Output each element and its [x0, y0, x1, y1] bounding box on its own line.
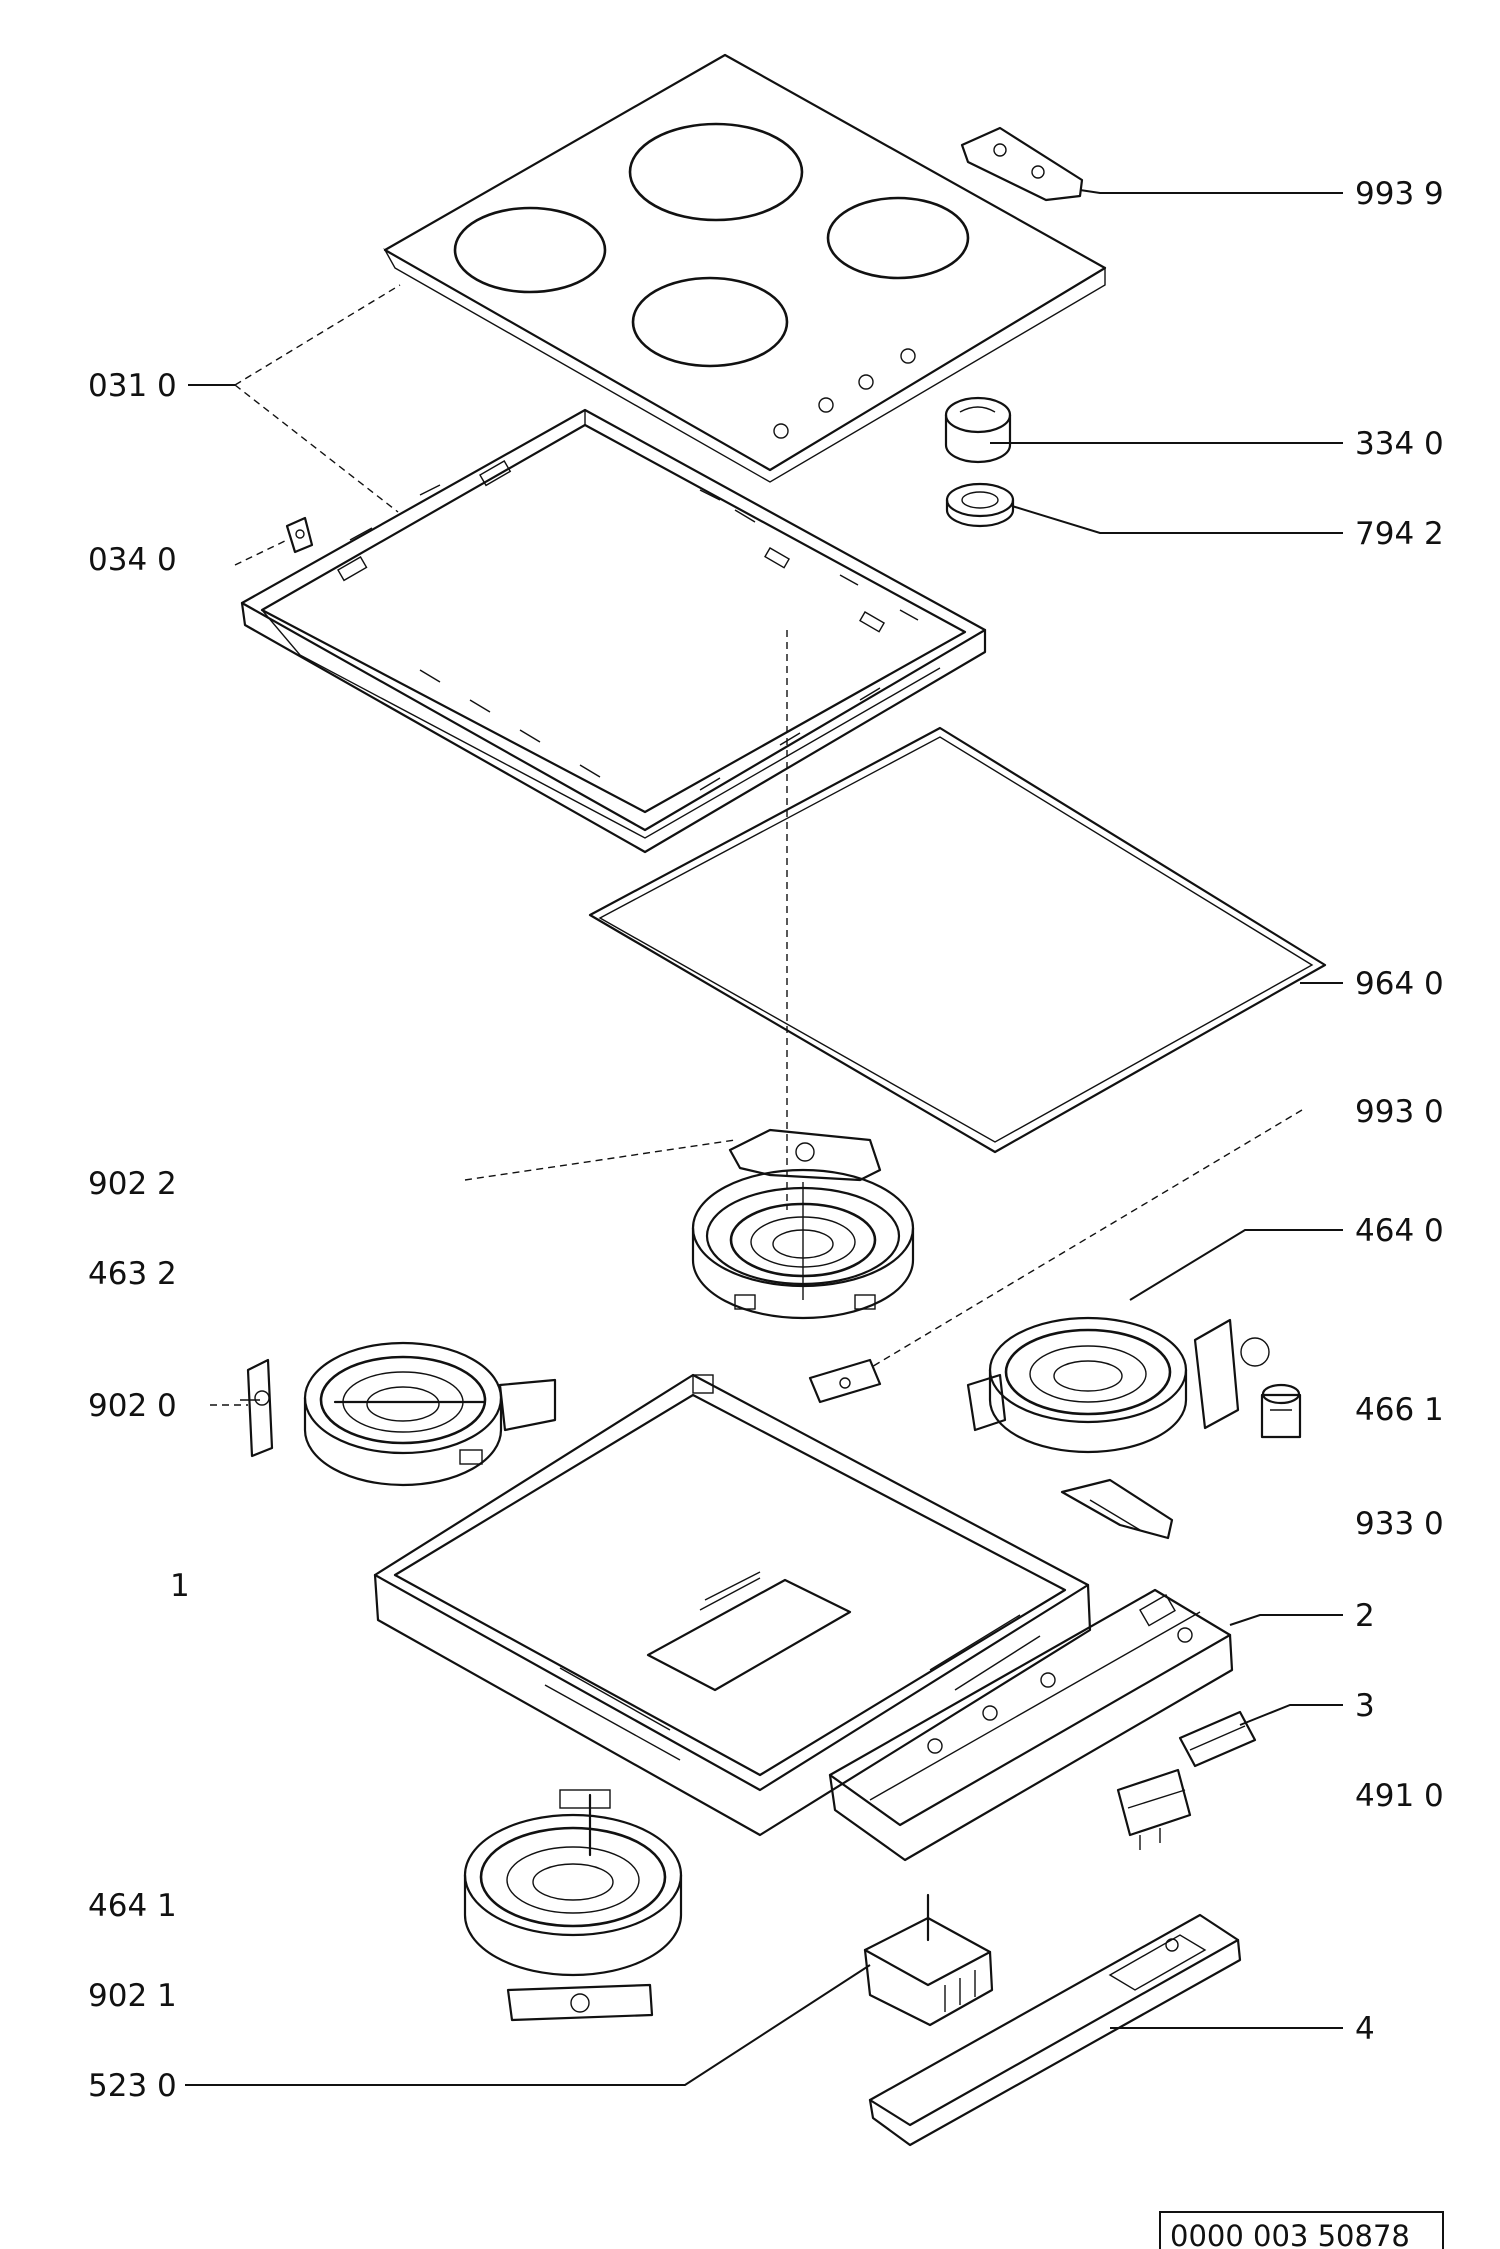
part-993-9-plate: [960, 126, 1084, 202]
callout-902-1: 902 1: [88, 1978, 177, 2014]
callout-2: 2: [1355, 1598, 1375, 1634]
part-464-1-heating-element: [463, 1789, 683, 1977]
part-334-0-knob: [944, 396, 1012, 464]
callout-034-0: 034 0: [88, 542, 177, 578]
part-902-2-bracket: [728, 1128, 882, 1182]
control-panel: [828, 1588, 1234, 1862]
callout-464-1: 464 1: [88, 1888, 177, 1924]
part-933-0-clamp: [1060, 1478, 1174, 1540]
callout-902-2: 902 2: [88, 1166, 177, 1202]
hob-frame: [240, 408, 987, 854]
callout-466-1: 466 1: [1355, 1392, 1444, 1428]
left-heating-element: [303, 1341, 557, 1487]
base-tray: [373, 1373, 1092, 1837]
callout-031-0: 031 0: [88, 368, 177, 404]
document-number-box: 0000 003 50878: [1159, 2211, 1444, 2249]
part-902-1-bracket: [506, 1983, 654, 2022]
ceramic-hob-glass: [383, 53, 1107, 483]
part-463-2-heating-element: [691, 1168, 915, 1320]
callout-464-0: 464 0: [1355, 1213, 1444, 1249]
callout-993-9: 993 9: [1355, 176, 1444, 212]
part-523-0-energy-regulator: [863, 1893, 994, 2027]
callout-964-0: 964 0: [1355, 966, 1444, 1002]
callout-902-0: 902 0: [88, 1388, 177, 1424]
callout-3: 3: [1355, 1688, 1375, 1724]
document-number: 0000 003 50878: [1170, 2219, 1410, 2249]
part-993-0-clip: [808, 1358, 882, 1404]
callout-463-2: 463 2: [88, 1256, 177, 1292]
callout-labels: 993 9 031 0 334 0 034 0 794 2 964 0 993 …: [88, 176, 1444, 2104]
callout-491-0: 491 0: [1355, 1778, 1444, 1814]
callout-4: 4: [1355, 2011, 1375, 2047]
callout-334-0: 334 0: [1355, 426, 1444, 462]
gasket-seal: [588, 726, 1327, 1154]
callout-794-2: 794 2: [1355, 516, 1444, 552]
part-902-0-bracket: [240, 1358, 274, 1458]
leader-lines: [185, 189, 1343, 2086]
callout-523-0: 523 0: [88, 2068, 177, 2104]
part-794-2-ring: [945, 482, 1015, 528]
callout-933-0: 933 0: [1355, 1506, 1444, 1542]
part-491-0-terminal-block: [1116, 1768, 1192, 1850]
part-464-0-heating-element: [966, 1316, 1270, 1454]
callout-993-0: 993 0: [1355, 1094, 1444, 1130]
part-034-0-clip: [285, 516, 314, 554]
callout-1: 1: [170, 1568, 190, 1604]
part-4-cover-strip: [868, 1913, 1242, 2147]
part-3-switch: [1178, 1710, 1257, 1768]
part-466-1-connector: [1260, 1383, 1302, 1439]
